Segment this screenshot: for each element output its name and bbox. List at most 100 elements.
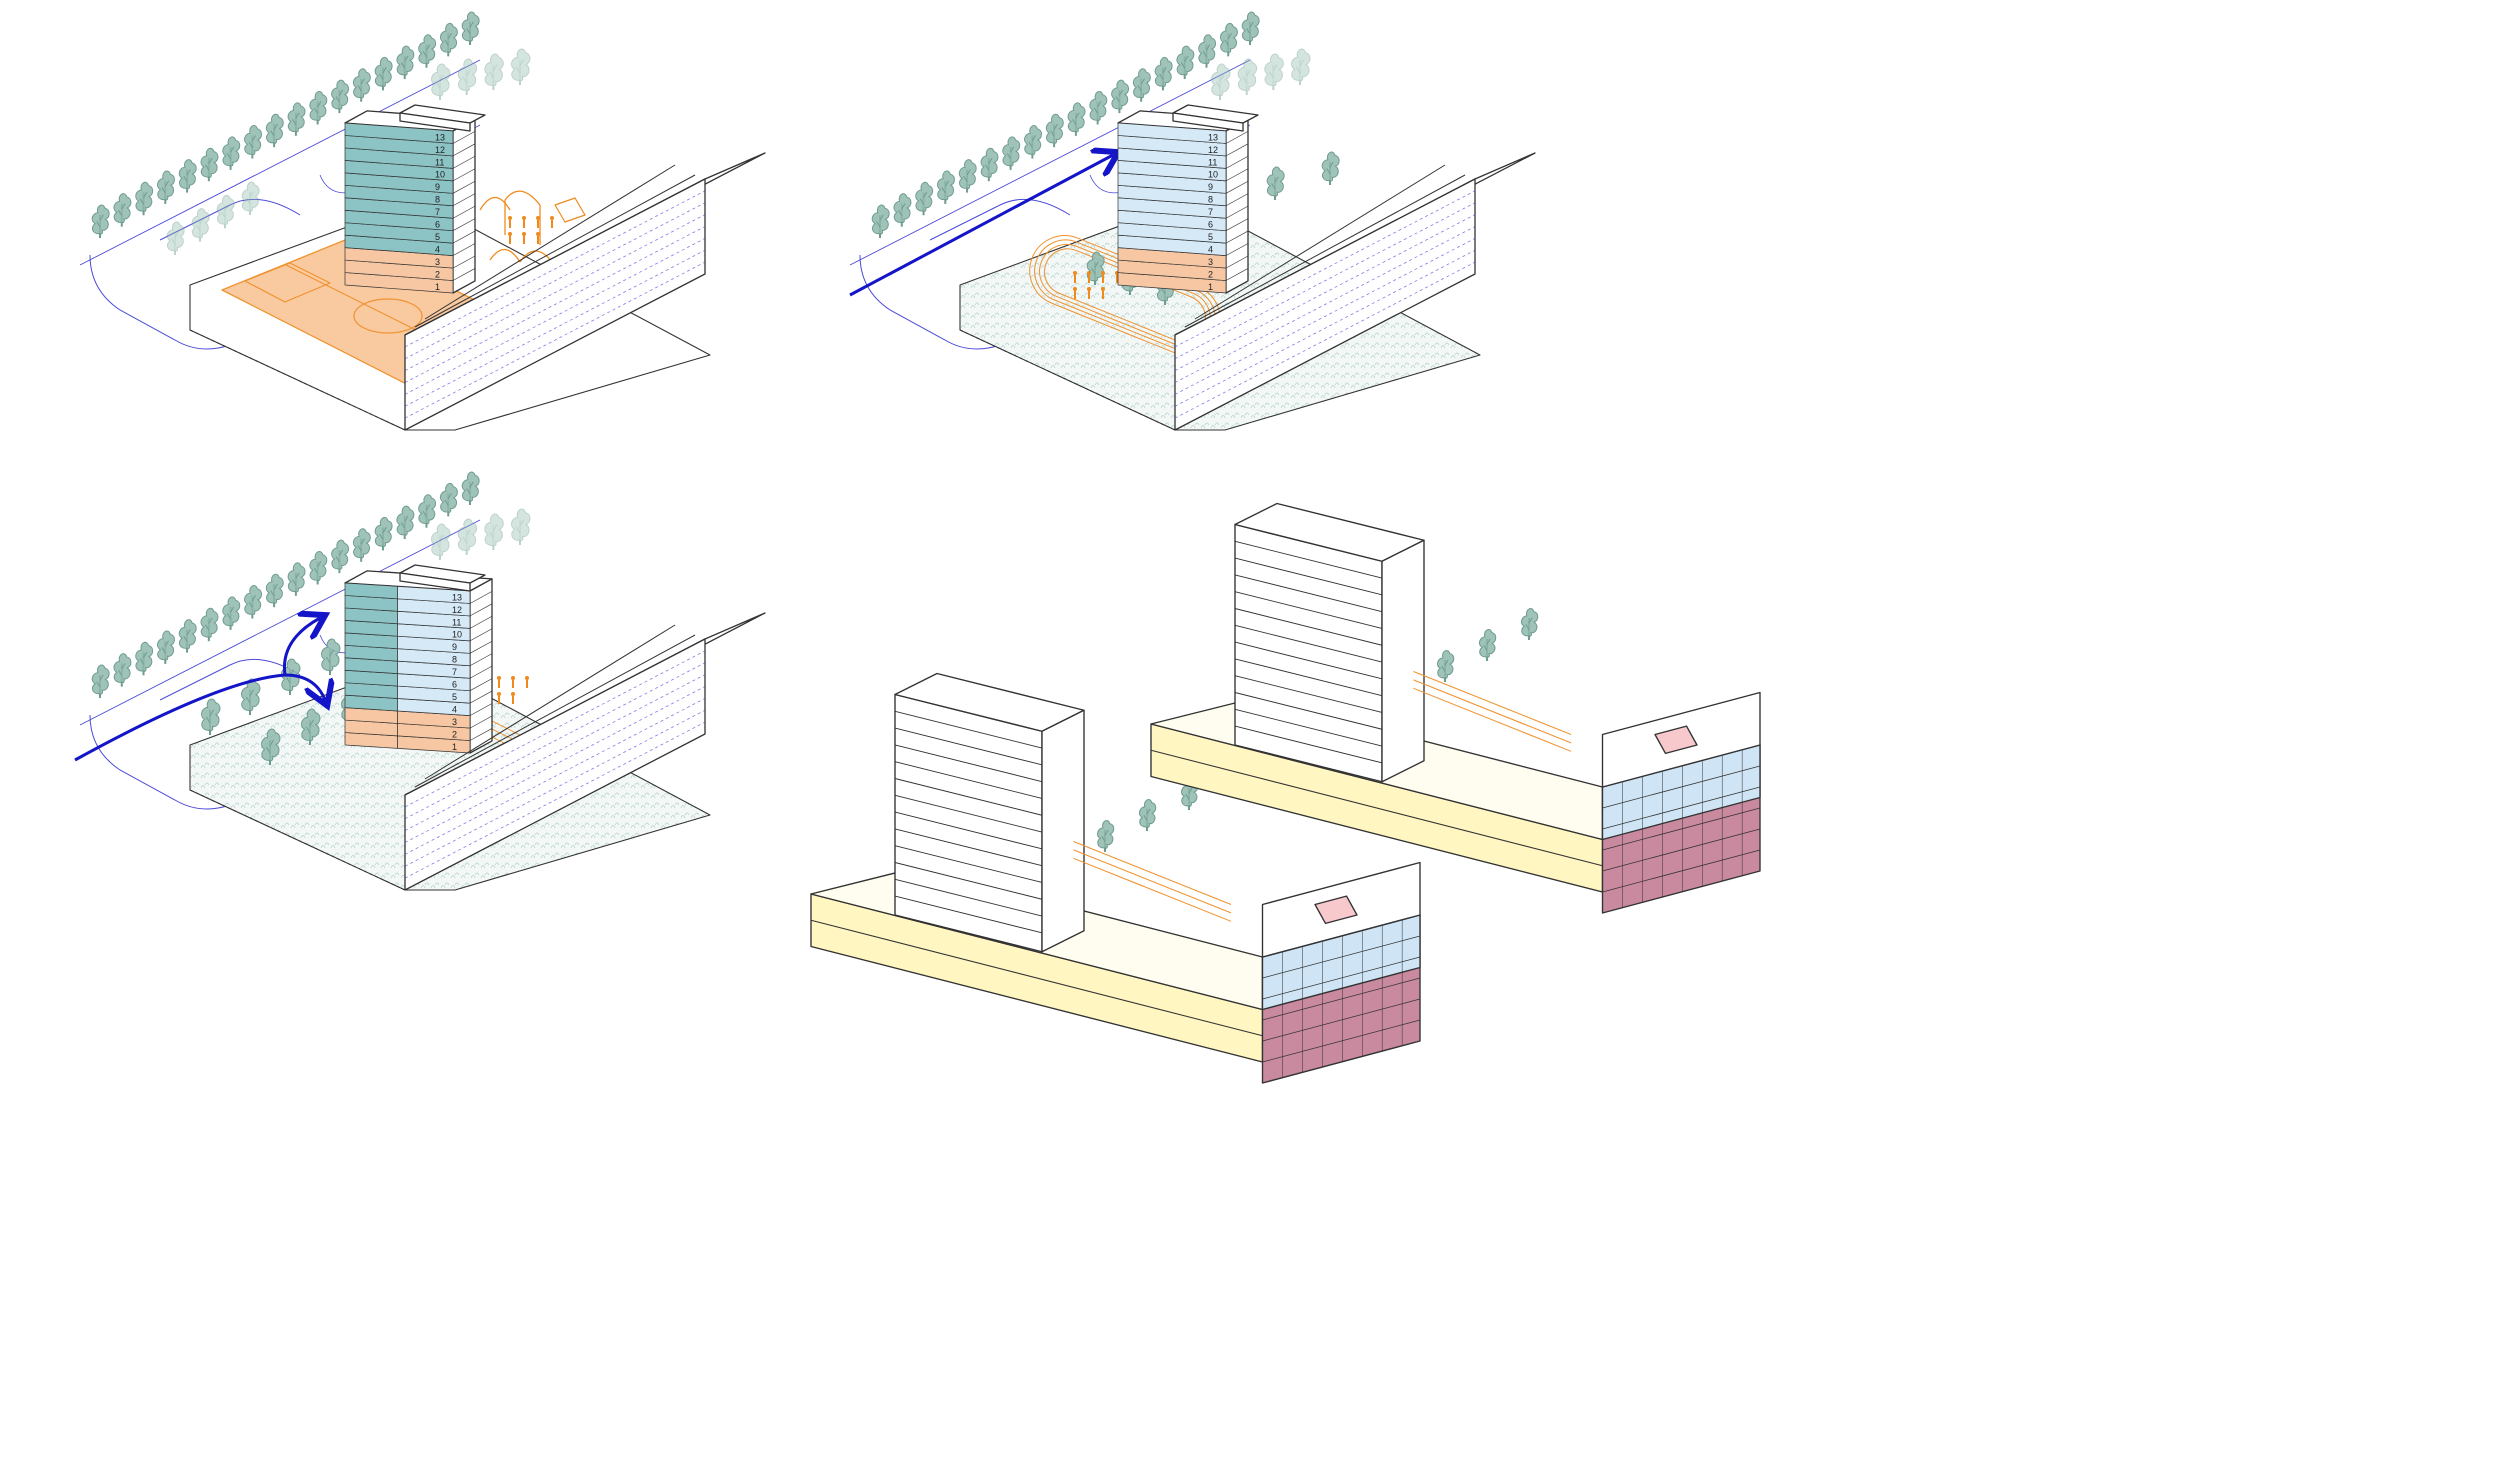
tree-branch bbox=[1246, 28, 1251, 35]
tree-branch bbox=[1329, 161, 1334, 168]
tree-branch bbox=[199, 218, 204, 225]
person-figure bbox=[508, 232, 512, 236]
tree-branch bbox=[985, 164, 990, 171]
tree-canopy bbox=[510, 48, 531, 82]
person-figure bbox=[522, 216, 526, 220]
floor-number-label: 12 bbox=[452, 605, 462, 615]
block-floor-line bbox=[1262, 977, 1421, 1021]
floor-number-label: 3 bbox=[435, 257, 440, 267]
tree bbox=[510, 508, 531, 545]
floor-number-label: 3 bbox=[1208, 257, 1213, 267]
track-lane bbox=[1413, 679, 1572, 744]
tree bbox=[457, 58, 478, 95]
tree bbox=[287, 562, 306, 596]
tree-branch bbox=[1326, 168, 1331, 175]
tree-branch bbox=[1159, 73, 1164, 80]
podium-floor-line bbox=[810, 919, 1263, 1037]
tree bbox=[200, 147, 219, 182]
floor-number-label: 5 bbox=[1208, 232, 1213, 242]
tree-branch bbox=[898, 209, 903, 216]
podium-floor-line bbox=[404, 662, 706, 820]
access-road-curve bbox=[89, 714, 281, 810]
podium-floor-line bbox=[404, 686, 706, 843]
tree-branch bbox=[96, 681, 101, 688]
tower-floor-band bbox=[1117, 122, 1227, 144]
tree-branch bbox=[462, 536, 468, 544]
panel-program-sections bbox=[810, 502, 1761, 1084]
tree-branch bbox=[1271, 183, 1276, 190]
tree-canopy bbox=[1237, 58, 1258, 92]
tree-branch bbox=[230, 606, 235, 613]
tree-branch bbox=[1072, 119, 1077, 126]
access-road-curve bbox=[89, 254, 281, 350]
tree bbox=[135, 641, 154, 676]
tree-branch bbox=[901, 203, 906, 210]
tree-branch bbox=[1028, 141, 1033, 148]
floor-number-label: 11 bbox=[452, 617, 461, 627]
access-road-curve bbox=[859, 254, 1051, 350]
tree-branch bbox=[270, 130, 275, 137]
tree-branch bbox=[245, 696, 251, 704]
tree-branch bbox=[246, 198, 251, 205]
tree-branch bbox=[422, 50, 427, 57]
rooftop-face bbox=[1172, 112, 1244, 132]
tower-floor-line bbox=[1234, 658, 1383, 697]
floor-number-label: 5 bbox=[452, 692, 457, 702]
floor-number-label: 13 bbox=[1208, 132, 1218, 142]
tower-floor-band bbox=[344, 122, 454, 144]
floor-number-label: 2 bbox=[452, 729, 457, 739]
tree bbox=[418, 494, 437, 528]
tree-branch bbox=[1091, 268, 1096, 275]
tree-branch bbox=[466, 488, 471, 495]
tree bbox=[178, 159, 197, 193]
person-figure bbox=[536, 216, 540, 220]
tower-side-floor-line bbox=[1225, 218, 1249, 231]
tower-floor-line bbox=[1234, 675, 1383, 713]
tree-branch bbox=[161, 647, 166, 654]
tower-floor-line bbox=[894, 710, 1043, 749]
tree-branch bbox=[273, 583, 278, 590]
tree-branch bbox=[292, 579, 297, 586]
tree-branch bbox=[1010, 146, 1015, 153]
tree bbox=[510, 48, 531, 85]
tree-branch bbox=[249, 689, 255, 697]
floor-number-label: 12 bbox=[1208, 145, 1218, 155]
tree-branch bbox=[404, 55, 409, 62]
section-block bbox=[1150, 502, 1761, 914]
tower-floor-line bbox=[894, 778, 1043, 816]
tower-side-floor-line bbox=[469, 728, 493, 741]
floor-number-label: 2 bbox=[1208, 269, 1213, 279]
tree-branch bbox=[1146, 808, 1151, 815]
tent-structure bbox=[479, 190, 541, 245]
tree-branch bbox=[1242, 76, 1248, 84]
tower-side-floor-line bbox=[452, 193, 476, 207]
tree bbox=[439, 22, 458, 57]
rooftop-unit bbox=[1172, 104, 1259, 132]
tree bbox=[958, 159, 977, 193]
tower-side-floor-line bbox=[452, 205, 476, 219]
block-floor-line bbox=[1262, 998, 1421, 1042]
tree-branch bbox=[469, 21, 474, 28]
tree bbox=[244, 125, 262, 159]
tree-branch bbox=[1188, 787, 1193, 794]
tree bbox=[244, 585, 262, 619]
tree-canopy bbox=[216, 194, 235, 225]
tree-branch bbox=[1097, 101, 1102, 108]
tree-canopy bbox=[241, 181, 260, 212]
rooftop-face bbox=[399, 112, 471, 132]
tower-side bbox=[1381, 539, 1425, 783]
tree bbox=[352, 68, 371, 102]
tree-branch bbox=[270, 590, 275, 597]
tower-floor-line bbox=[894, 811, 1043, 850]
tree-branch bbox=[183, 175, 188, 182]
floor-number-label: 8 bbox=[435, 195, 440, 205]
tree-branch bbox=[988, 157, 993, 164]
tree-branch bbox=[329, 649, 335, 657]
tree-branch bbox=[309, 719, 315, 727]
floor-number-label: 13 bbox=[452, 592, 462, 602]
tree bbox=[91, 664, 110, 698]
podium-block bbox=[404, 152, 766, 431]
tree bbox=[871, 204, 890, 238]
